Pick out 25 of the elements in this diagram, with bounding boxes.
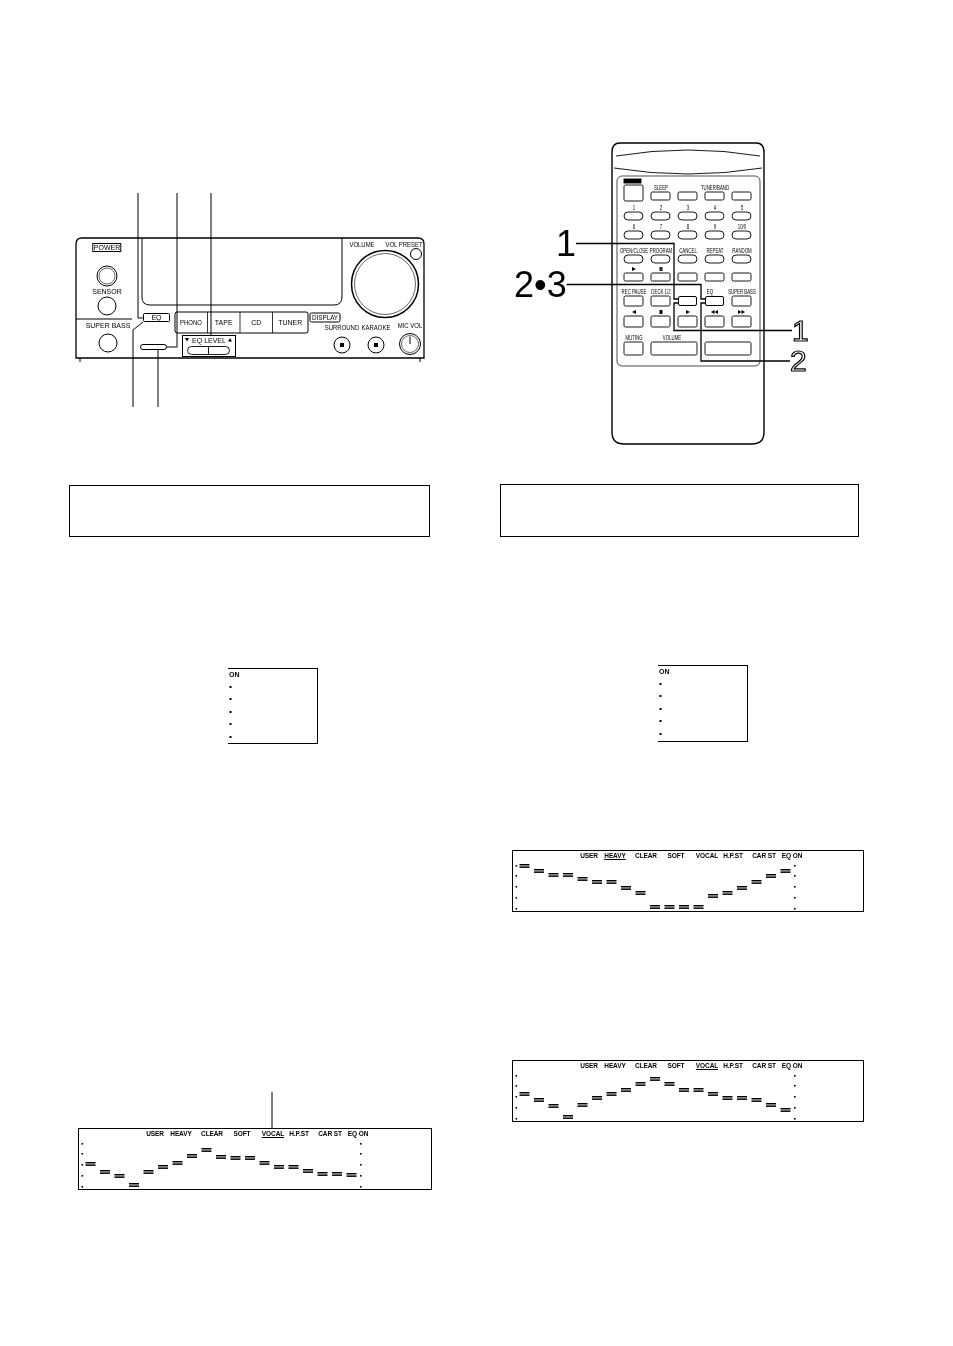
leader-line bbox=[210, 192, 212, 336]
leader-line bbox=[157, 349, 159, 408]
display-panel bbox=[78, 1128, 432, 1190]
display-panel bbox=[512, 850, 864, 912]
step-number: 1 bbox=[792, 315, 809, 346]
leader-line bbox=[132, 321, 144, 408]
remote-button bbox=[705, 296, 724, 306]
leader-line bbox=[566, 283, 706, 300]
step-number: 2•3 bbox=[514, 266, 567, 303]
text-frame bbox=[500, 484, 859, 537]
leader-line bbox=[166, 192, 178, 348]
leader-line bbox=[271, 1091, 273, 1129]
remote-button bbox=[678, 296, 697, 306]
leader-line bbox=[700, 302, 791, 362]
display-panel bbox=[658, 665, 748, 742]
leader-line bbox=[575, 242, 679, 300]
panel-button bbox=[140, 344, 167, 350]
button-group-frame bbox=[182, 335, 236, 357]
leader-line bbox=[673, 302, 793, 332]
display-panel bbox=[512, 1060, 864, 1122]
text-frame bbox=[69, 485, 430, 537]
step-number: 2 bbox=[790, 346, 807, 376]
display-panel bbox=[228, 668, 318, 744]
step-number: 1 bbox=[556, 225, 577, 262]
leader-line bbox=[137, 192, 144, 319]
